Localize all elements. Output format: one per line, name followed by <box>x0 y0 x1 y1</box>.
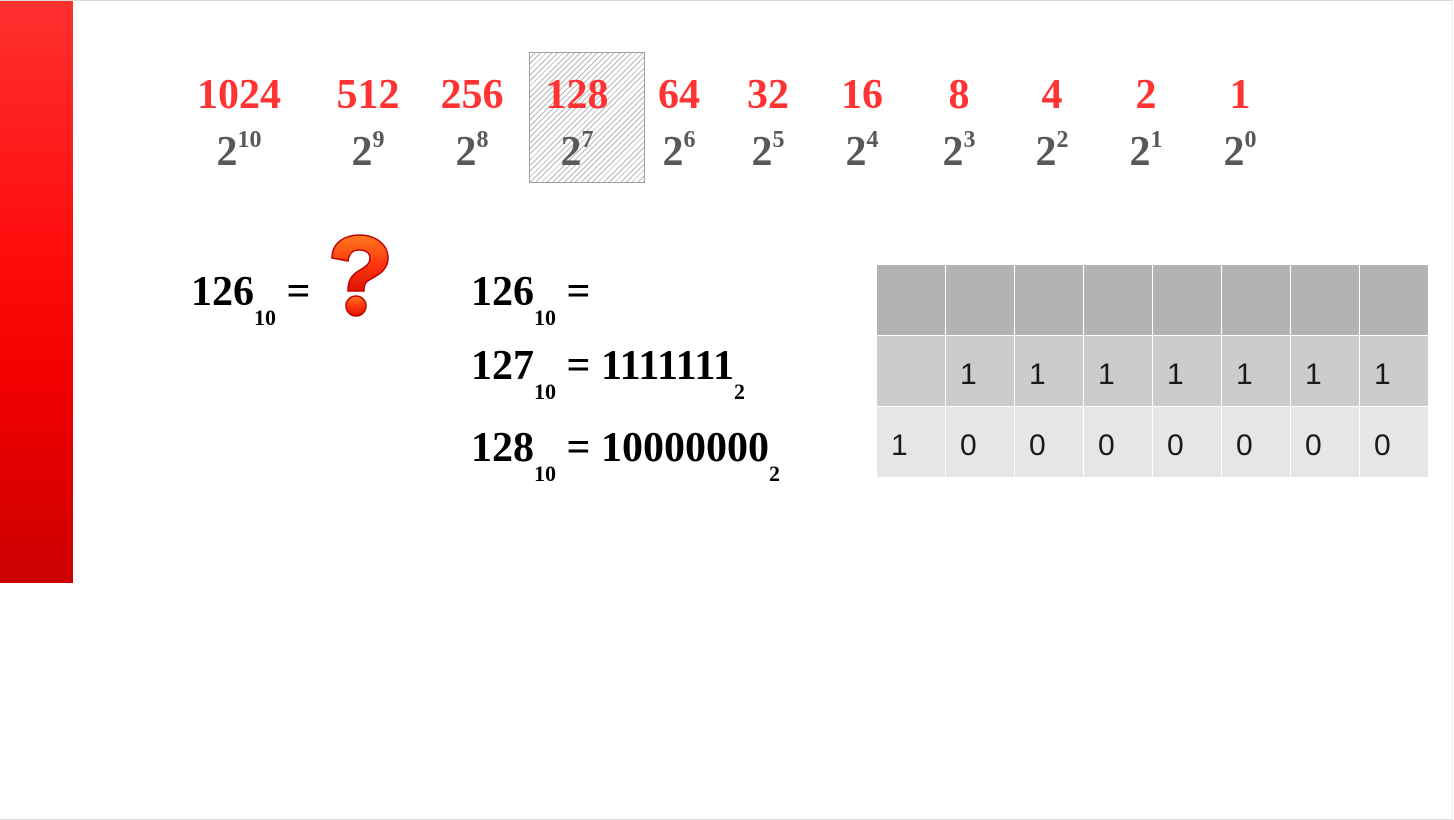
table-cell <box>1360 265 1429 336</box>
table-cell <box>1015 265 1084 336</box>
power-expression: 22 <box>1035 127 1069 175</box>
power-expression: 23 <box>942 127 976 175</box>
table-cell: 0 <box>946 407 1015 478</box>
table-cell <box>877 336 946 407</box>
table-cell: 1 <box>1360 336 1429 407</box>
table-cell: 1 <box>946 336 1015 407</box>
power-value: 128 <box>545 72 609 118</box>
question-number: 126 <box>191 269 254 315</box>
power-value: 4 <box>1041 72 1063 118</box>
table-cell: 0 <box>1291 407 1360 478</box>
table-cell: 1 <box>877 407 946 478</box>
equation-128: 12810 = 100000002 <box>471 425 780 486</box>
power-expression: 25 <box>751 127 785 175</box>
question-mark-icon <box>331 234 389 317</box>
equation-126: 12610 = <box>471 269 591 330</box>
binary-table: 1 1 1 1 1 1 1 1 0 0 0 0 0 0 0 <box>877 265 1429 478</box>
table-cell <box>1291 265 1360 336</box>
table-cell <box>1222 265 1291 336</box>
power-expression: 20 <box>1223 127 1257 175</box>
table-cell <box>1084 265 1153 336</box>
power-column: 1024 210 <box>197 68 281 182</box>
power-expression: 27 <box>560 127 594 175</box>
table-cell: 0 <box>1360 407 1429 478</box>
power-column: 256 28 <box>441 68 504 182</box>
table-cell: 1 <box>1291 336 1360 407</box>
table-cell: 0 <box>1084 407 1153 478</box>
power-value: 2 <box>1135 72 1157 118</box>
power-column: 512 29 <box>337 68 400 182</box>
table-cell <box>1153 265 1222 336</box>
table-row <box>877 265 1429 336</box>
power-column: 32 25 <box>747 68 789 182</box>
power-expression: 210 <box>216 127 262 175</box>
equation-127: 12710 = 11111112 <box>471 343 746 404</box>
question-base: 10 <box>254 305 276 330</box>
highlight-box-128 <box>529 52 645 183</box>
power-column: 128 27 <box>546 68 609 182</box>
table-cell: 1 <box>1015 336 1084 407</box>
table-cell: 1 <box>1084 336 1153 407</box>
table-cell: 1 <box>1153 336 1222 407</box>
power-expression: 26 <box>662 127 696 175</box>
power-expression: 24 <box>845 127 879 175</box>
power-column: 2 21 <box>1130 68 1163 182</box>
power-value: 16 <box>841 72 883 118</box>
power-column: 4 22 <box>1036 68 1069 182</box>
power-expression: 21 <box>1129 127 1163 175</box>
table-row: 1 0 0 0 0 0 0 0 <box>877 407 1429 478</box>
power-expression: 28 <box>455 127 489 175</box>
table-cell <box>877 265 946 336</box>
power-value: 512 <box>336 72 400 118</box>
power-value: 64 <box>658 72 700 118</box>
table-cell <box>946 265 1015 336</box>
power-column: 64 26 <box>658 68 700 182</box>
table-cell: 0 <box>1015 407 1084 478</box>
power-column: 16 24 <box>841 68 883 182</box>
power-value: 256 <box>440 72 504 118</box>
power-column: 8 23 <box>943 68 976 182</box>
table-row: 1 1 1 1 1 1 1 <box>877 336 1429 407</box>
table-cell: 0 <box>1222 407 1291 478</box>
red-side-bar <box>0 1 73 583</box>
power-value: 8 <box>948 72 970 118</box>
question-equals: = <box>286 269 311 315</box>
question-equation: 12610 = <box>191 266 311 329</box>
power-expression: 29 <box>351 127 385 175</box>
table-cell: 0 <box>1153 407 1222 478</box>
power-value: 1024 <box>197 72 281 118</box>
power-value: 1 <box>1229 72 1251 118</box>
power-value: 32 <box>747 72 789 118</box>
power-column: 1 20 <box>1224 68 1257 182</box>
table-cell: 1 <box>1222 336 1291 407</box>
